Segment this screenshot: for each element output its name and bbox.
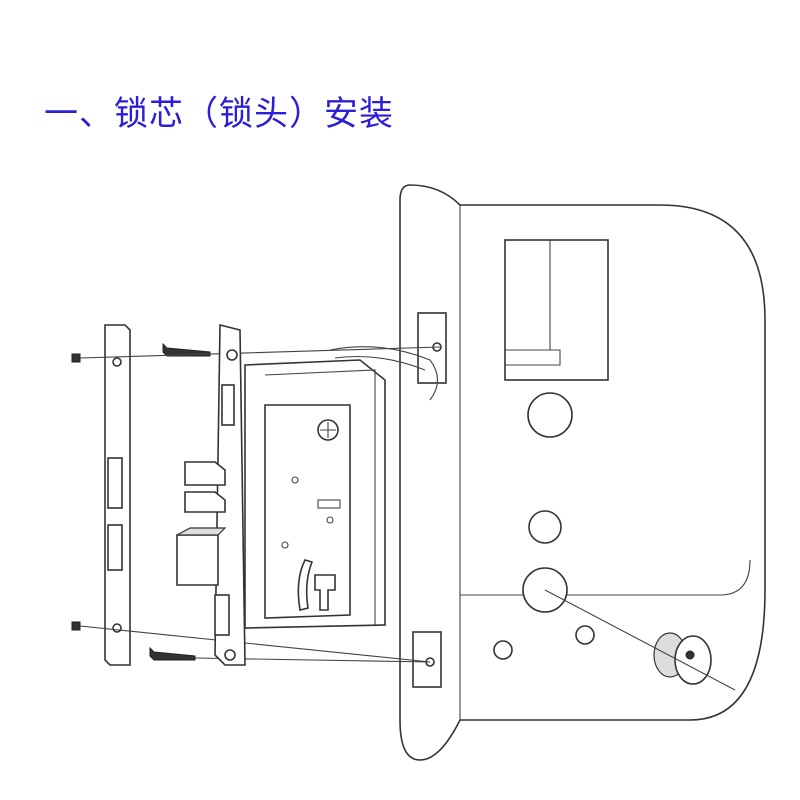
handle-window	[504, 239, 609, 381]
door-hole	[528, 510, 562, 544]
door-panel	[399, 184, 766, 761]
screws	[71, 342, 441, 663]
faceplate	[104, 324, 131, 666]
lock-cylinder	[544, 589, 736, 691]
section-title: 一、锁芯（锁头）安装	[44, 94, 394, 134]
door-hole	[527, 392, 573, 438]
mortise-lock-body	[176, 323, 439, 666]
